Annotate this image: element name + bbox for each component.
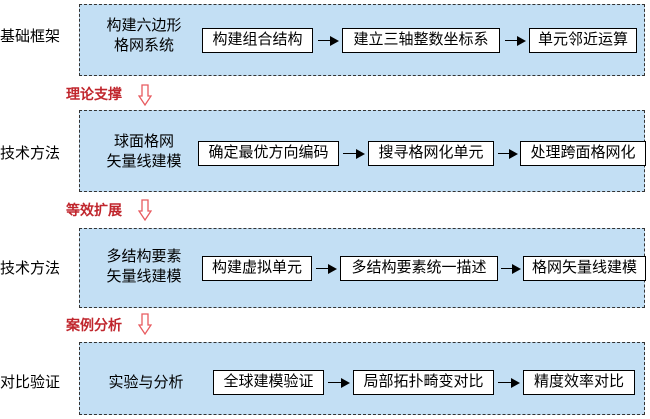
step-optimal-direction-encoding: 确定最优方向编码 (198, 141, 339, 166)
step-cell-adjacency: 单元邻近运算 (529, 28, 637, 53)
step-global-validation: 全球建模验证 (213, 370, 324, 395)
row-label-method-2: 技术方法 (0, 259, 61, 277)
down-arrow-outline-icon (138, 84, 152, 106)
right-arrow-icon (318, 36, 339, 46)
right-arrow-icon (328, 378, 350, 388)
down-arrow-outline-icon (138, 313, 152, 335)
panel-method-1: 球面格网 矢量线建模 确定最优方向编码 搜寻格网化单元 处理跨面格网化 (79, 110, 646, 192)
step-build-triaxial-coordinates: 建立三轴整数坐标系 (342, 28, 500, 53)
panel-title-line: 构建六边形 (106, 16, 182, 34)
right-arrow-icon (498, 149, 518, 159)
row-label-validation: 对比验证 (0, 373, 61, 391)
step-local-distortion-comparison: 局部拓扑畸变对比 (353, 370, 494, 395)
panel-title-line: 格网系统 (113, 36, 174, 54)
panel-title-line: 矢量线建模 (106, 267, 182, 285)
step-virtual-cells: 构建虚拟单元 (202, 256, 312, 281)
panel-validation: 实验与分析 全球建模验证 局部拓扑畸变对比 精度效率对比 (79, 342, 645, 415)
panel-title-method-2: 多结构要素 矢量线建模 (90, 246, 198, 286)
right-arrow-icon (343, 149, 365, 159)
down-arrow-outline-icon (138, 199, 152, 221)
connector-label-extension: 等效扩展 (66, 203, 122, 219)
step-cross-face-gridding: 处理跨面格网化 (520, 141, 646, 166)
right-arrow-icon (505, 36, 526, 46)
step-grid-vector-modeling: 格网矢量线建模 (523, 256, 646, 281)
panel-title-method-1: 球面格网 矢量线建模 (90, 131, 198, 171)
right-arrow-icon (501, 264, 521, 274)
step-build-composite-structure: 构建组合结构 (202, 28, 313, 53)
panel-method-2: 多结构要素 矢量线建模 构建虚拟单元 多结构要素统一描述 格网矢量线建模 (79, 228, 646, 308)
row-label-foundation: 基础框架 (0, 27, 61, 45)
right-arrow-icon (498, 378, 520, 388)
connector-label-theory: 理论支撑 (66, 87, 122, 103)
row-label-method-1: 技术方法 (0, 144, 61, 162)
panel-foundation: 构建六边形 格网系统 构建组合结构 建立三轴整数坐标系 单元邻近运算 (79, 4, 645, 76)
panel-title-foundation: 构建六边形 格网系统 (90, 15, 198, 55)
right-arrow-icon (316, 264, 337, 274)
panel-title-validation: 实验与分析 (92, 372, 200, 392)
panel-title-line: 多结构要素 (106, 247, 182, 265)
step-search-grid-cells: 搜寻格网化单元 (368, 141, 494, 166)
panel-title-line: 实验与分析 (108, 373, 184, 391)
step-unified-description: 多结构要素统一描述 (340, 256, 498, 281)
panel-title-line: 矢量线建模 (106, 152, 182, 170)
panel-title-line: 球面格网 (113, 132, 174, 150)
connector-label-case: 案例分析 (66, 318, 122, 334)
step-accuracy-efficiency-comparison: 精度效率对比 (523, 370, 635, 395)
